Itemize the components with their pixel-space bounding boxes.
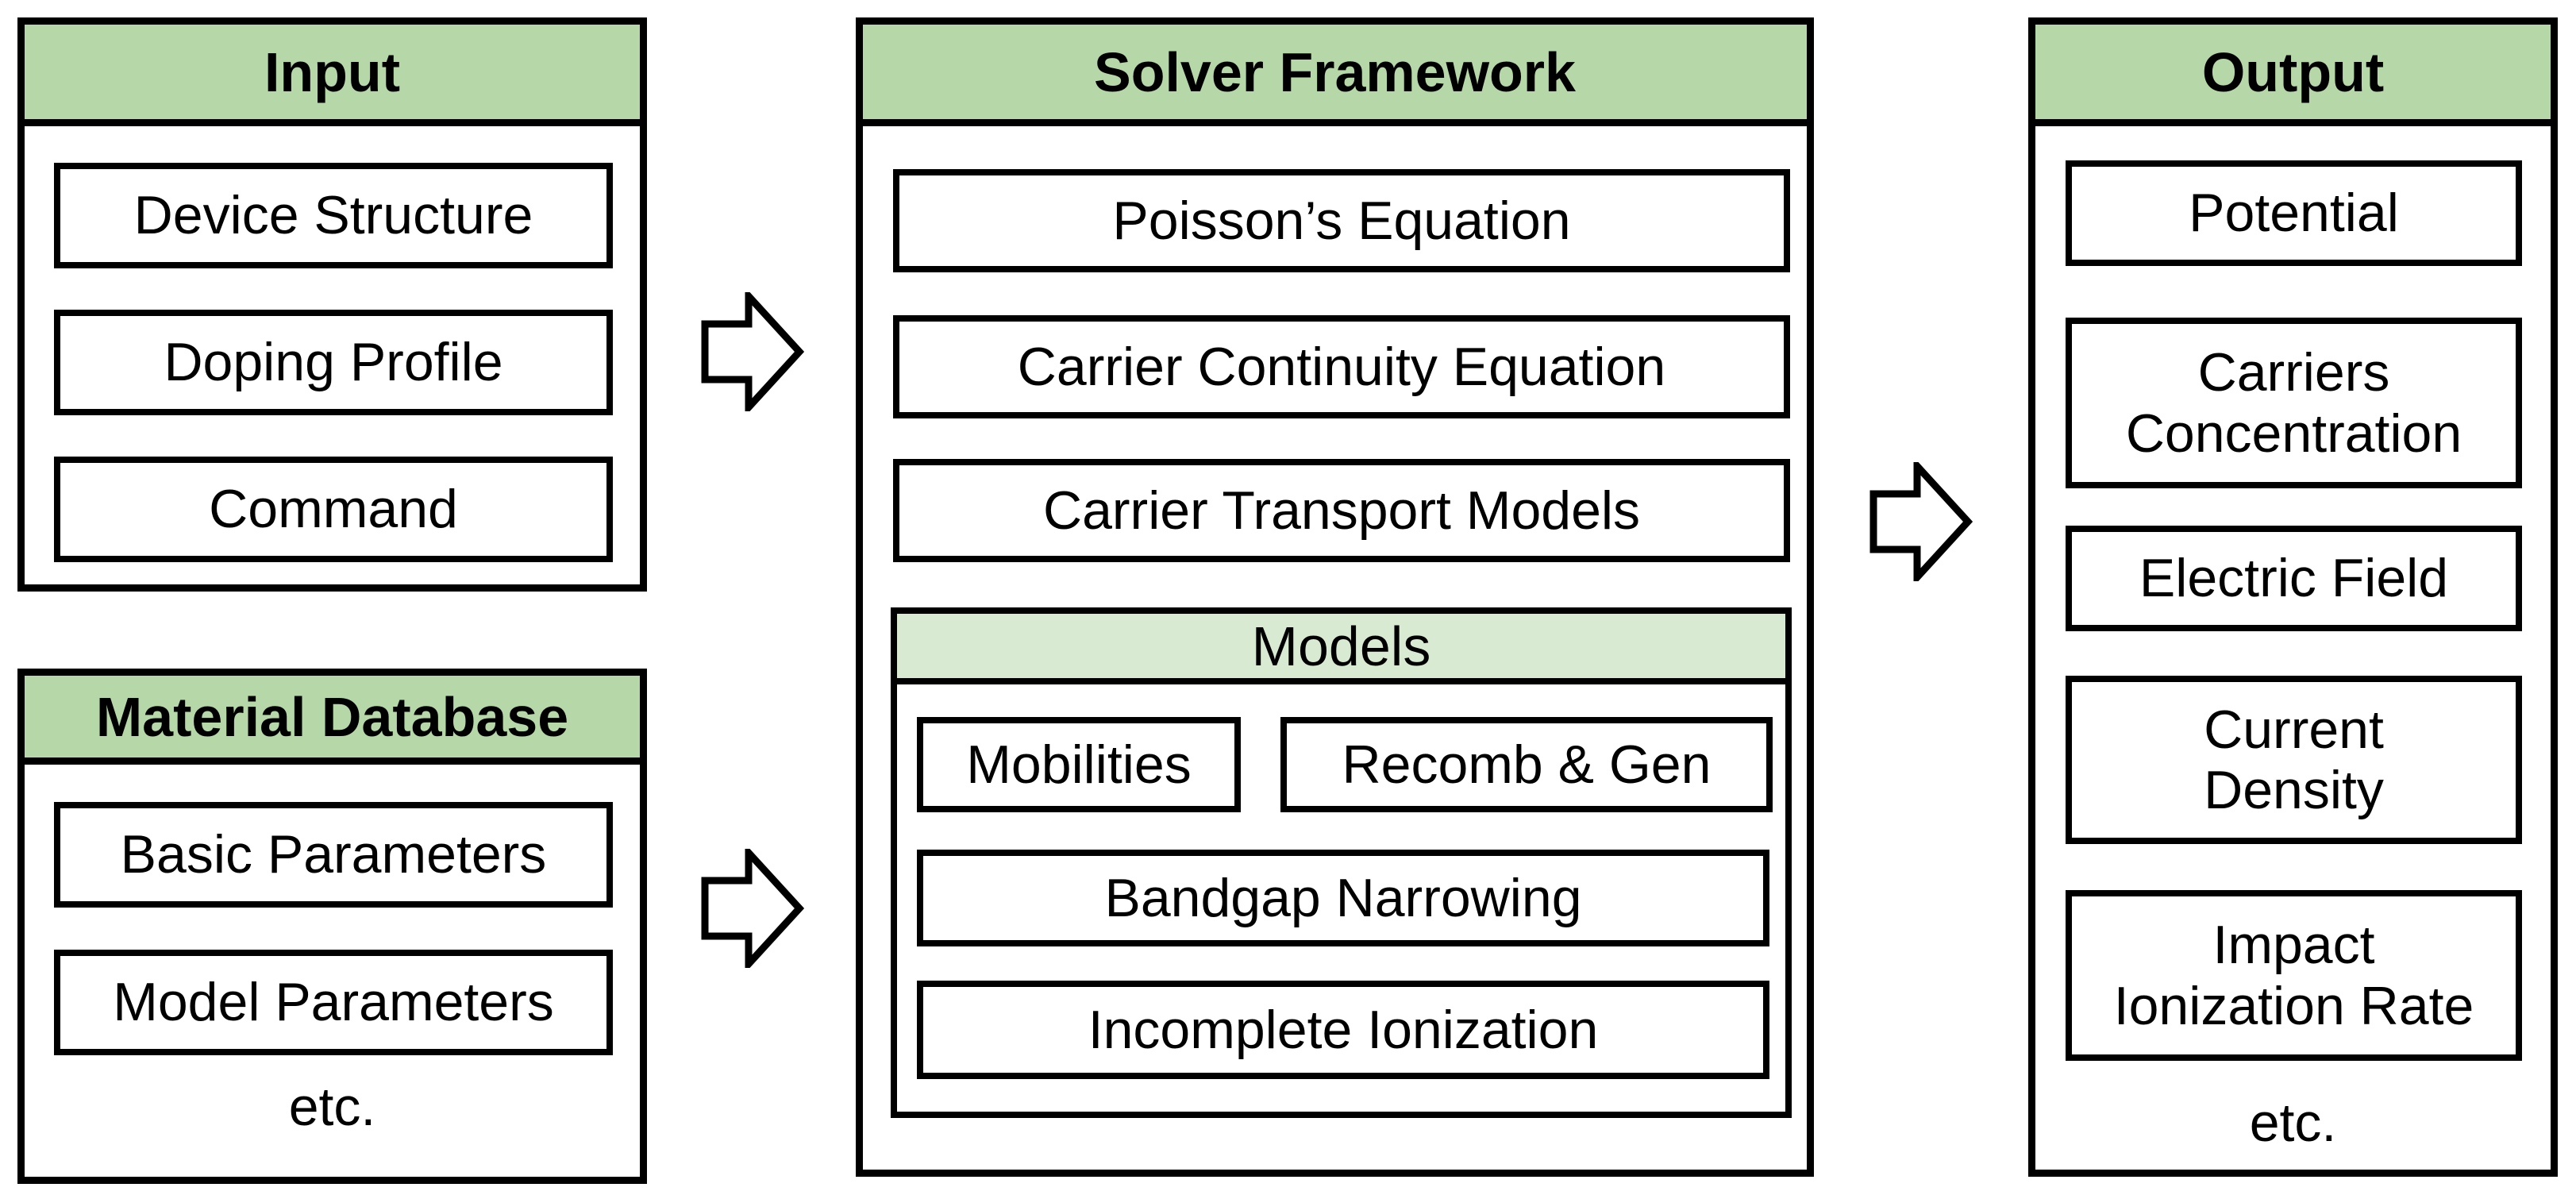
- command-box: Command: [54, 457, 613, 562]
- block-arrow-right-icon: [1869, 462, 1973, 581]
- current-density-box: Current Density: [2066, 676, 2522, 844]
- basic-parameters-box: Basic Parameters: [54, 802, 613, 908]
- carrier-continuity-equation-box: Carrier Continuity Equation: [893, 315, 1790, 418]
- output-panel: Output Potential Carriers Concentration …: [2028, 17, 2558, 1177]
- models-subpanel: Models Mobilities Recomb & Gen Bandgap N…: [891, 607, 1792, 1118]
- electric-field-box: Electric Field: [2066, 526, 2522, 631]
- carriers-concentration-box: Carriers Concentration: [2066, 318, 2522, 488]
- output-etc-label: etc.: [2249, 1093, 2337, 1153]
- poissons-equation-box: Poisson’s Equation: [893, 169, 1790, 272]
- block-arrow-right-icon: [701, 849, 804, 968]
- models-subpanel-header: Models: [897, 614, 1785, 684]
- potential-box: Potential: [2066, 160, 2522, 266]
- impact-ionization-rate-box: Impact Ionization Rate: [2066, 890, 2522, 1061]
- bandgap-narrowing-box: Bandgap Narrowing: [917, 850, 1769, 946]
- output-panel-header: Output: [2035, 25, 2551, 126]
- material-database-panel: Material Database Basic Parameters Model…: [17, 669, 647, 1184]
- mobilities-box: Mobilities: [917, 717, 1241, 812]
- solver-framework-panel: Solver Framework Poisson’s Equation Carr…: [856, 17, 1814, 1177]
- doping-profile-box: Doping Profile: [54, 310, 613, 415]
- solver-framework-panel-header: Solver Framework: [863, 25, 1807, 126]
- material-database-etc-label: etc.: [288, 1077, 376, 1137]
- material-database-panel-header: Material Database: [25, 676, 640, 765]
- input-panel-header: Input: [25, 25, 640, 126]
- block-arrow-right-icon: [701, 292, 804, 411]
- device-structure-box: Device Structure: [54, 163, 613, 268]
- recomb-and-gen-box: Recomb & Gen: [1280, 717, 1773, 812]
- carrier-transport-models-box: Carrier Transport Models: [893, 459, 1790, 562]
- input-panel: Input Device Structure Doping Profile Co…: [17, 17, 647, 592]
- incomplete-ionization-box: Incomplete Ionization: [917, 981, 1769, 1079]
- model-parameters-box: Model Parameters: [54, 950, 613, 1055]
